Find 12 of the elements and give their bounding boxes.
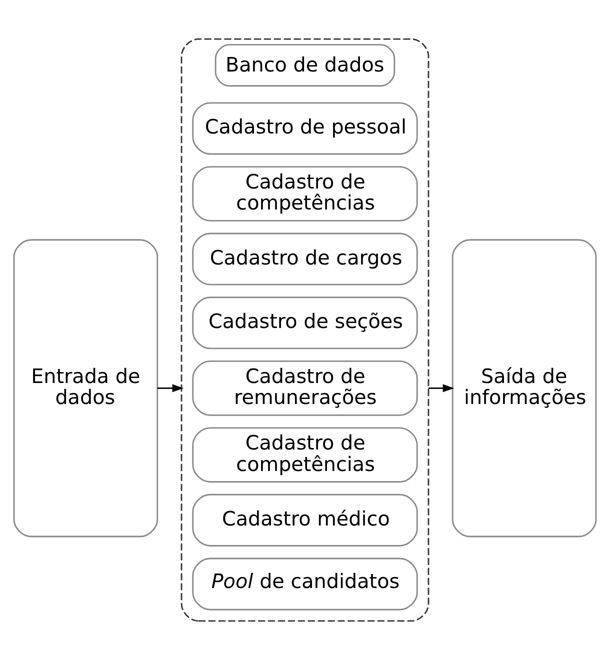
node-box: Pool de candidatos [192, 558, 418, 610]
arrow [157, 384, 184, 392]
node-box: Cadastro médico [192, 494, 418, 546]
node-box: Entrada de dados [13, 239, 158, 538]
node-box: Cadastro de seções [192, 296, 418, 350]
arrow [428, 384, 454, 392]
node-box: Cadastro de pessoal [192, 102, 418, 155]
node-box: Cadastro de cargos [192, 232, 418, 286]
node-box: Cadastro de remunerações [192, 360, 418, 416]
node-box: Cadastro de competências [192, 427, 418, 483]
node-box: Cadastro de competências [192, 166, 418, 222]
node-box: Saída de informações [452, 239, 597, 538]
